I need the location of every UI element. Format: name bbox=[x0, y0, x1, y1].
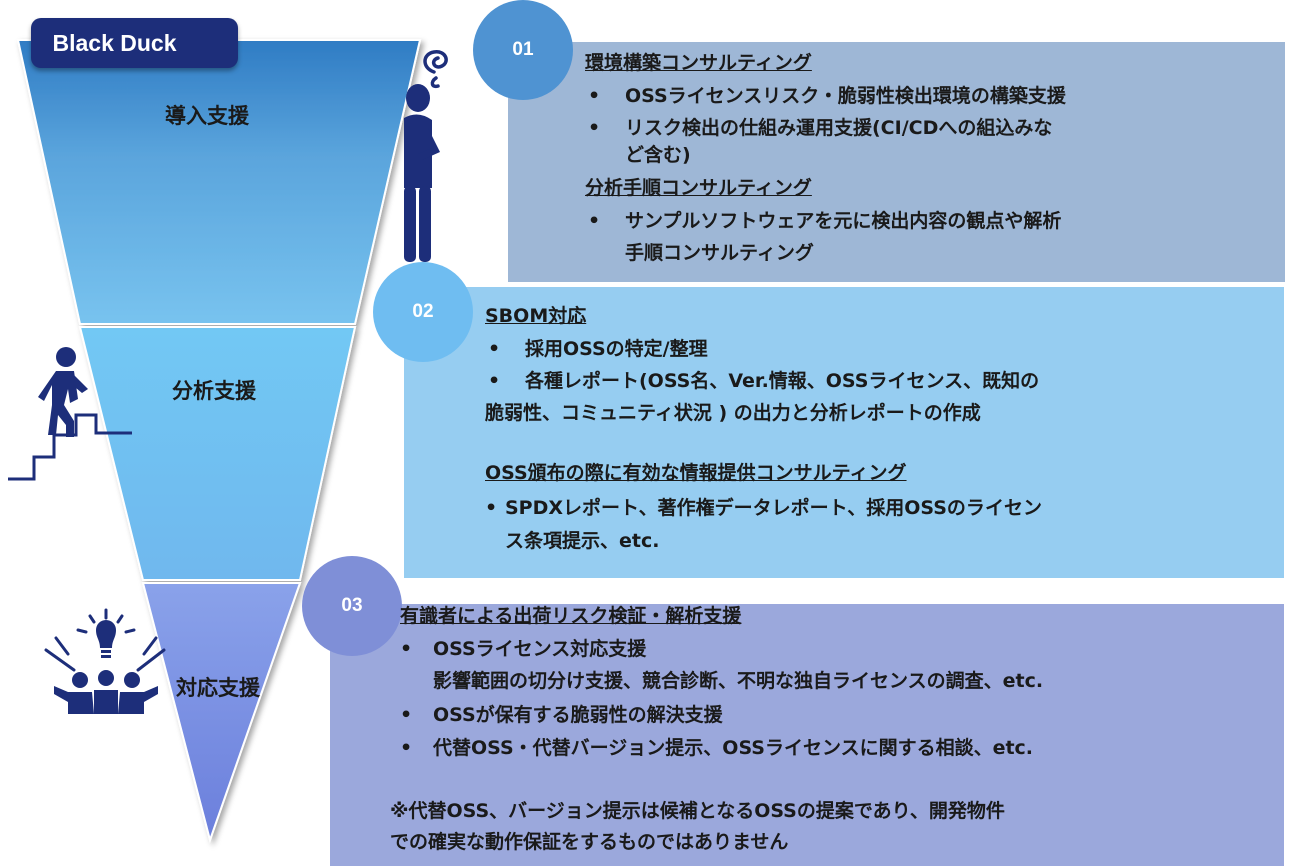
panel1-bullet-2-line-2: ど含む) bbox=[625, 144, 691, 166]
team-idea-icon bbox=[44, 608, 166, 714]
panel2-bullet-2-line-1: 各種レポート(OSS名、Ver.情報、OSSライセンス、既知の bbox=[525, 370, 1040, 392]
stage-label-introduction: 導入支援 bbox=[165, 104, 249, 128]
panel-03 bbox=[330, 604, 1284, 866]
panel3-heading-1: 有識者による出荷リスク検証・解析支援 bbox=[400, 605, 742, 627]
panel2-heading-1: SBOM対応 bbox=[485, 305, 587, 327]
funnel-stage-3 bbox=[141, 582, 302, 844]
panel3-note-line-1: ※代替OSS、バージョン提示は候補となるOSSの提案であり、開発物件 bbox=[390, 800, 1005, 822]
funnel-diagram bbox=[16, 39, 422, 844]
panel3-bullet-1-line-2: 影響範囲の切分け支援、競合診断、不明な独自ライセンスの調査、etc. bbox=[433, 670, 1044, 692]
bullet: • bbox=[400, 638, 413, 660]
panel2-bullet-2-line-2: 脆弱性、コミュニティ状況 ) の出力と分析レポートの作成 bbox=[485, 402, 981, 424]
panel2-bullet-1: 採用OSSの特定/整理 bbox=[525, 338, 708, 360]
panel3-bullet-1-line-1: OSSライセンス対応支援 bbox=[433, 638, 647, 660]
bullet: • bbox=[485, 497, 498, 519]
step-number-01: 01 bbox=[473, 0, 573, 100]
thinking-person-icon bbox=[404, 50, 448, 262]
panel1-bullet-1: OSSライセンスリスク・脆弱性検出環境の構築支援 bbox=[625, 85, 1066, 107]
stage-label-response: 対応支援 bbox=[176, 676, 260, 700]
black-duck-badge: Black Duck bbox=[31, 18, 238, 68]
bullet: • bbox=[400, 704, 413, 726]
funnel-stage-2 bbox=[78, 326, 357, 581]
panel2-bullet-3-line-2: ス条項提示、etc. bbox=[505, 530, 660, 552]
panel3-bullet-3: 代替OSS・代替バージョン提示、OSSライセンスに関する相談、etc. bbox=[433, 737, 1034, 759]
step-number-03: 03 bbox=[302, 556, 402, 656]
panel-01 bbox=[508, 42, 1285, 282]
panel2-heading-2: OSS頒布の際に有効な情報提供コンサルティング bbox=[485, 462, 907, 484]
panel1-heading-2: 分析手順コンサルティング bbox=[585, 177, 812, 199]
step-number-02: 02 bbox=[373, 262, 473, 362]
stairs-climber-icon bbox=[8, 347, 132, 481]
bullet: • bbox=[588, 210, 601, 232]
bullet: • bbox=[400, 737, 413, 759]
bullet: • bbox=[488, 338, 501, 360]
panel1-heading-1: 環境構築コンサルティング bbox=[585, 52, 812, 74]
panel1-bullet-3-line-2: 手順コンサルティング bbox=[625, 242, 814, 264]
bullet: • bbox=[488, 370, 501, 392]
bullet: • bbox=[588, 85, 601, 107]
panel3-bullet-2: OSSが保有する脆弱性の解決支援 bbox=[433, 704, 723, 726]
funnel-stage-1 bbox=[16, 39, 422, 325]
panel2-bullet-3-line-1: SPDXレポート、著作権データレポート、採用OSSのライセン bbox=[505, 497, 1042, 519]
panel-02 bbox=[404, 287, 1284, 578]
bullet: • bbox=[588, 117, 601, 139]
panel1-bullet-2-line-1: リスク検出の仕組み運用支援(CI/CDへの組込みな bbox=[625, 117, 1053, 139]
stage-label-analysis: 分析支援 bbox=[172, 379, 256, 403]
panel1-bullet-3-line-1: サンプルソフトウェアを元に検出内容の観点や解析 bbox=[625, 210, 1062, 232]
panel3-note-line-2: での確実な動作保証をするものではありません bbox=[390, 831, 789, 853]
